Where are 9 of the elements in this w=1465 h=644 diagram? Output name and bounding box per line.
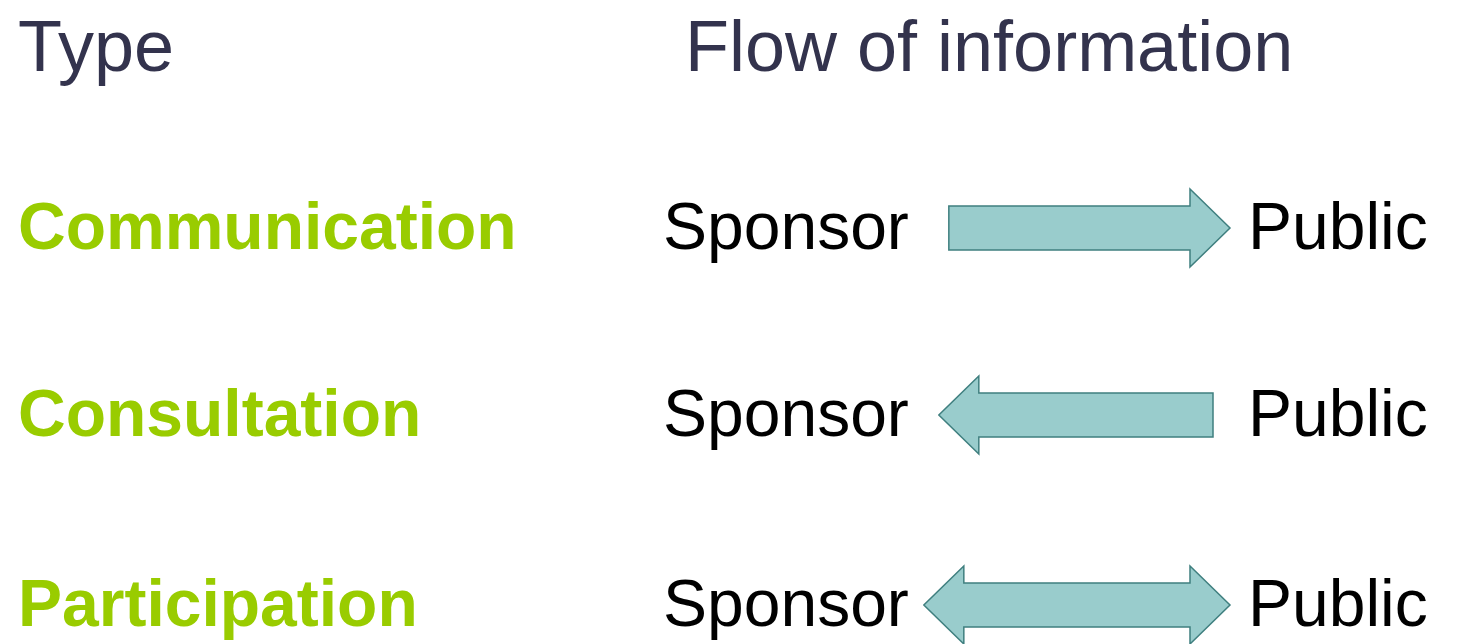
row-label: Communication	[18, 193, 517, 259]
row-label: Consultation	[18, 380, 422, 446]
node-label: Public	[1248, 193, 1428, 259]
node-label: Public	[1248, 380, 1428, 446]
column-heading: Flow of information	[685, 10, 1294, 82]
block-arrow	[922, 564, 1232, 644]
block-arrow	[937, 374, 1214, 456]
block-arrow	[948, 187, 1232, 269]
node-label: Public	[1248, 570, 1428, 636]
